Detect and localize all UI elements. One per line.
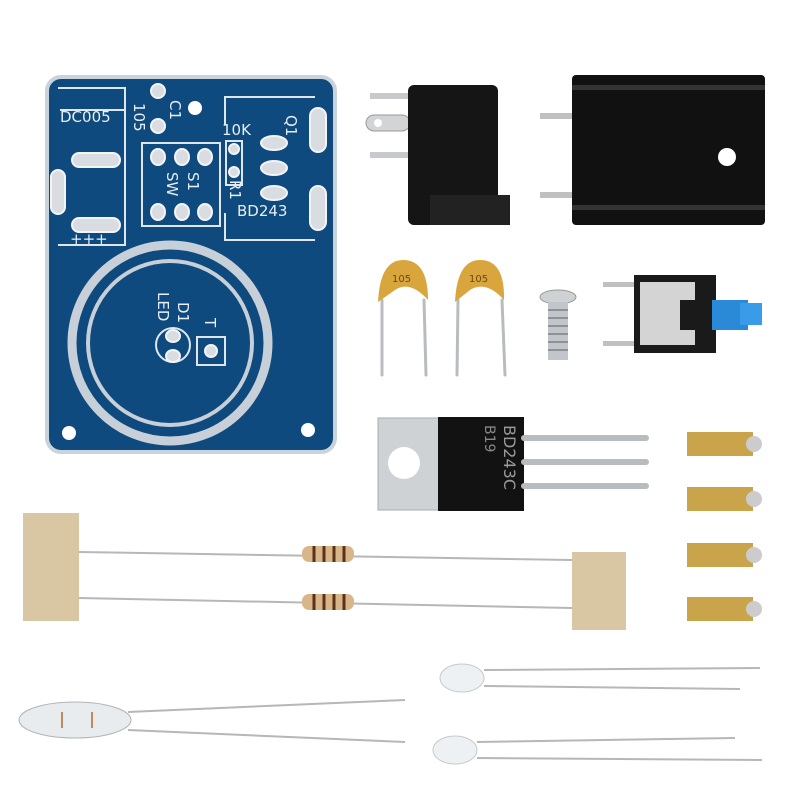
transistor-code: B19 [481,425,497,452]
pcb-label-cap-ref: C1 [166,100,184,120]
heatsink [540,75,765,225]
pcb-label-switch-ref: S1 [184,172,202,191]
push-switch [603,275,762,353]
pcb-label-polarity: +++ [70,230,108,248]
pcb-label-touch: T [201,317,219,328]
pcb-label-resistor-ref: R1 [226,180,244,200]
neon-bulb [18,699,406,743]
transistor-bd243c: B19 BD243C [377,417,649,511]
transistor-model: BD243C [500,425,519,490]
mounting-hole [188,101,202,115]
pcb-label-transistor-ref: Q1 [282,115,300,136]
white-leds [432,663,763,765]
ceramic-capacitor: 105 [455,260,507,377]
resistors-taped [23,513,626,630]
dc-jack-pad [71,152,121,168]
touch-ring-outer [67,240,273,446]
brass-standoffs [687,432,762,621]
touch-ring-inner [86,259,254,427]
switch-pads [150,148,213,221]
capacitor-marking: 105 [392,274,411,285]
pcb-label-switch-type: SW [163,172,181,197]
pcb-label-led-ref: D1 [174,302,192,323]
dc-jack-pad [50,169,66,215]
dc-power-jack [365,85,510,225]
pcb-label-led-type: LED [154,292,172,321]
capacitor-marking: 105 [469,274,488,285]
pcb-label-module: DC005 [60,108,111,126]
pcb-label-transistor-model: BD243 [237,202,287,220]
ceramic-capacitor: 105 [378,260,428,377]
dc-jack-pad [71,217,121,233]
pcb-label-resistor-value: 10K [222,121,252,139]
pcb-label-cap-value: 105 [130,103,148,132]
screw [539,289,577,360]
pcb-board: DC005 +++ C1 105 S1 SW 10K R1 Q1 BD243 D… [45,75,337,454]
